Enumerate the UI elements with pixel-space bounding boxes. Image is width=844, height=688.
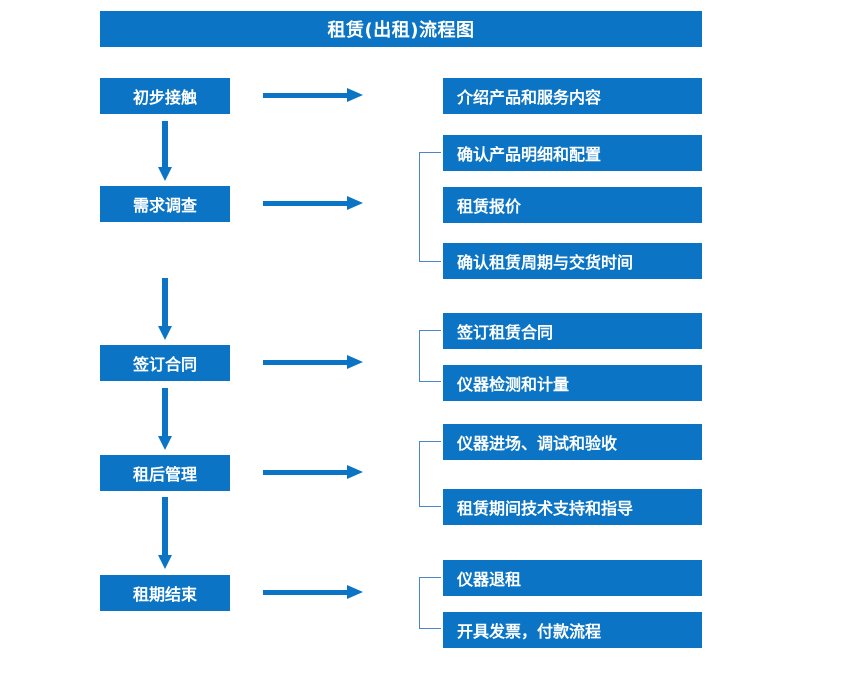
stage-box-lease-end[interactable]: 租期结束 bbox=[100, 575, 230, 611]
detail-box-technical-support[interactable]: 租赁期间技术支持和指导 bbox=[443, 489, 702, 525]
arrow-head bbox=[158, 326, 172, 340]
arrow-shaft bbox=[263, 201, 349, 206]
arrow-shaft bbox=[263, 360, 349, 365]
arrow-shaft bbox=[162, 121, 168, 168]
detail-box-instrument-return[interactable]: 仪器退租 bbox=[443, 560, 702, 596]
vertical-arrow-1 bbox=[158, 121, 172, 181]
detail-box-instrument-onsite-commissioning[interactable]: 仪器进场、调试和验收 bbox=[443, 424, 702, 460]
stage-box-sign-contract[interactable]: 签订合同 bbox=[100, 345, 230, 381]
vertical-arrow-4 bbox=[158, 497, 172, 569]
detail-box-invoice-payment[interactable]: 开具发票，付款流程 bbox=[443, 612, 702, 648]
arrow-head bbox=[347, 355, 363, 369]
bracket-needs-survey bbox=[419, 152, 441, 262]
horizontal-arrow-5 bbox=[263, 585, 363, 599]
bracket-sign-contract bbox=[419, 330, 441, 382]
arrow-shaft bbox=[263, 93, 349, 98]
detail-box-confirm-spec-config[interactable]: 确认产品明细和配置 bbox=[443, 135, 702, 171]
detail-box-introduce-products[interactable]: 介绍产品和服务内容 bbox=[443, 78, 702, 114]
arrow-head bbox=[347, 88, 363, 102]
stage-box-initial-contact[interactable]: 初步接触 bbox=[100, 78, 230, 114]
detail-box-confirm-period-delivery[interactable]: 确认租赁周期与交货时间 bbox=[443, 243, 702, 279]
bracket-lease-end bbox=[419, 577, 441, 629]
horizontal-arrow-3 bbox=[263, 355, 363, 369]
detail-box-instrument-inspection[interactable]: 仪器检测和计量 bbox=[443, 365, 702, 401]
stage-box-post-rent-mgmt[interactable]: 租后管理 bbox=[100, 455, 230, 491]
horizontal-arrow-2 bbox=[263, 196, 363, 210]
arrow-head bbox=[347, 196, 363, 210]
bracket-post-rent-mgmt bbox=[419, 441, 441, 507]
detail-box-sign-rental-contract[interactable]: 签订租赁合同 bbox=[443, 313, 702, 349]
arrow-shaft bbox=[162, 278, 168, 327]
arrow-head bbox=[347, 465, 363, 479]
arrow-head bbox=[347, 585, 363, 599]
arrow-shaft bbox=[162, 388, 168, 437]
horizontal-arrow-4 bbox=[263, 465, 363, 479]
detail-box-rental-quotation[interactable]: 租赁报价 bbox=[443, 187, 702, 223]
horizontal-arrow-1 bbox=[263, 88, 363, 102]
arrow-head bbox=[158, 167, 172, 181]
page-title: 租赁(出租)流程图 bbox=[100, 11, 702, 47]
vertical-arrow-2 bbox=[158, 278, 172, 340]
arrow-shaft bbox=[263, 590, 349, 595]
arrow-shaft bbox=[263, 470, 349, 475]
vertical-arrow-3 bbox=[158, 388, 172, 450]
arrow-head bbox=[158, 436, 172, 450]
arrow-head bbox=[158, 555, 172, 569]
stage-box-needs-survey[interactable]: 需求调查 bbox=[100, 186, 230, 222]
arrow-shaft bbox=[162, 497, 168, 556]
